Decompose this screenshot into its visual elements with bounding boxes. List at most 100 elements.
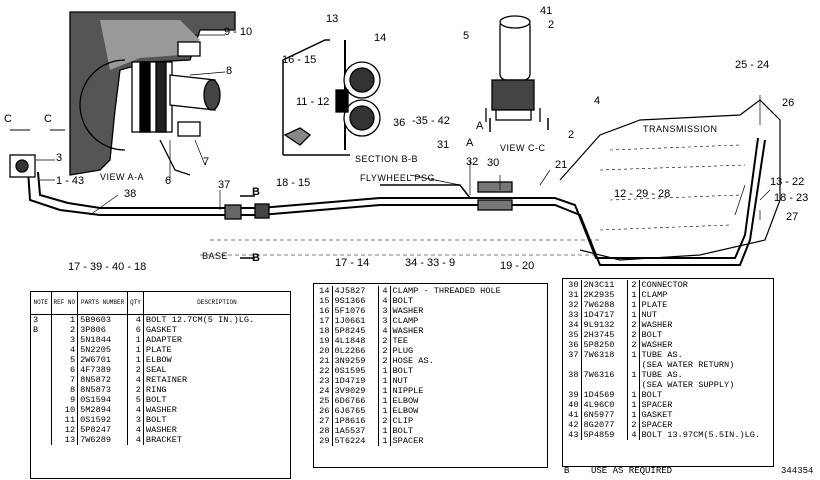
cell-part: 7W6316 [581, 370, 628, 380]
cell-part: 7W6318 [581, 350, 628, 360]
cell-qty: 4 [127, 374, 144, 385]
cell-ref: 16 [314, 306, 333, 316]
cell-note [31, 344, 52, 355]
cell-note [31, 394, 52, 405]
label-b-top: B [252, 186, 260, 198]
cell-part: 4F7389 [77, 364, 129, 375]
header-qty: QTY [127, 292, 144, 315]
cell-qty: 3 [378, 306, 391, 316]
cell-ref: 27 [314, 416, 333, 426]
cell-desc: ADAPTER [145, 334, 183, 345]
label-7: 7 [203, 156, 210, 168]
cell-ref: 8 [51, 384, 79, 395]
cell-ref: 14 [314, 286, 333, 296]
cell-qty [627, 360, 640, 370]
cell-desc: NUT [392, 376, 408, 386]
cell-ref: 22 [314, 366, 333, 376]
cell-part: 5P8247 [77, 424, 129, 435]
cell-desc: GASKET [641, 410, 673, 420]
cell-desc: BOLT [392, 426, 414, 436]
cell-ref: 10 [51, 404, 79, 415]
header-description: DESCRIPTION [143, 292, 290, 315]
cell-qty: 2 [127, 384, 144, 395]
cell-ref: 37 [563, 350, 582, 360]
cell-ref: 21 [314, 356, 333, 366]
cell-ref: 31 [563, 290, 582, 300]
cell-part: 2W6701 [77, 354, 129, 365]
cell-qty: 4 [378, 326, 391, 336]
label-38: 38 [124, 188, 137, 200]
table-row: (SEA WATER RETURN) [563, 360, 773, 370]
cell-desc: WASHER [641, 340, 673, 350]
cell-ref: 4 [51, 344, 79, 355]
cell-desc: CLAMP [392, 316, 419, 326]
cell-qty [627, 380, 640, 390]
cell-note [31, 424, 52, 435]
cell-desc: (SEA WATER SUPPLY) [641, 380, 735, 390]
cell-part: 6N5977 [581, 410, 628, 420]
cell-ref: 40 [563, 400, 582, 410]
cell-qty: 1 [378, 376, 391, 386]
cell-qty: 1 [627, 370, 640, 380]
cell-desc: TEE [392, 336, 408, 346]
cell-qty: 1 [627, 390, 640, 400]
cell-ref: 38 [563, 370, 582, 380]
cell-desc: BOLT [641, 390, 663, 400]
cell-desc: NUT [641, 310, 657, 320]
label-a-left: A [476, 120, 484, 132]
cell-qty: 1 [627, 290, 640, 300]
cell-ref: 29 [314, 436, 333, 446]
label-21: 21 [555, 159, 568, 171]
transmission-outline [559, 99, 781, 261]
cell-ref: 33 [563, 310, 582, 320]
cell-ref: 9 [51, 394, 79, 405]
cell-ref: 35 [563, 330, 582, 340]
cell-qty: 4 [378, 296, 391, 306]
cell-desc: TUBE AS. [641, 370, 683, 380]
caption-view-aa: VIEW A-A [100, 172, 145, 182]
cell-ref: 5 [51, 354, 79, 365]
cell-qty: 1 [378, 436, 391, 446]
cell-qty: 2 [378, 356, 391, 366]
cell-ref: 18 [314, 326, 333, 336]
label-36: 36 [393, 117, 406, 129]
cell-part: 9S1366 [332, 296, 379, 306]
cell-desc: WASHER [392, 326, 424, 336]
label-31: 31 [437, 139, 450, 151]
cell-desc: BOLT 13.97CM(5.5IN.)LG. [641, 430, 761, 440]
cell-desc: TUBE AS. [641, 350, 683, 360]
cell-ref: 28 [314, 426, 333, 436]
cell-desc: ELBOW [145, 354, 172, 365]
cell-part: 1D4717 [581, 310, 628, 320]
cell-ref: 2 [51, 324, 79, 335]
cell-part: 8N5873 [77, 384, 129, 395]
cell-desc: RETAINER [145, 374, 188, 385]
label-2-bottom: 2 [568, 129, 575, 141]
label-13-22: 13 - 22 [770, 176, 805, 188]
cell-qty: 1 [627, 300, 640, 310]
cell-qty: 2 [627, 280, 640, 290]
cell-part: 5T6224 [332, 436, 379, 446]
label-26: 26 [782, 97, 795, 109]
header-note: NOTE [31, 292, 52, 315]
label-2-top: 2 [548, 19, 555, 31]
cell-ref: 34 [563, 320, 582, 330]
